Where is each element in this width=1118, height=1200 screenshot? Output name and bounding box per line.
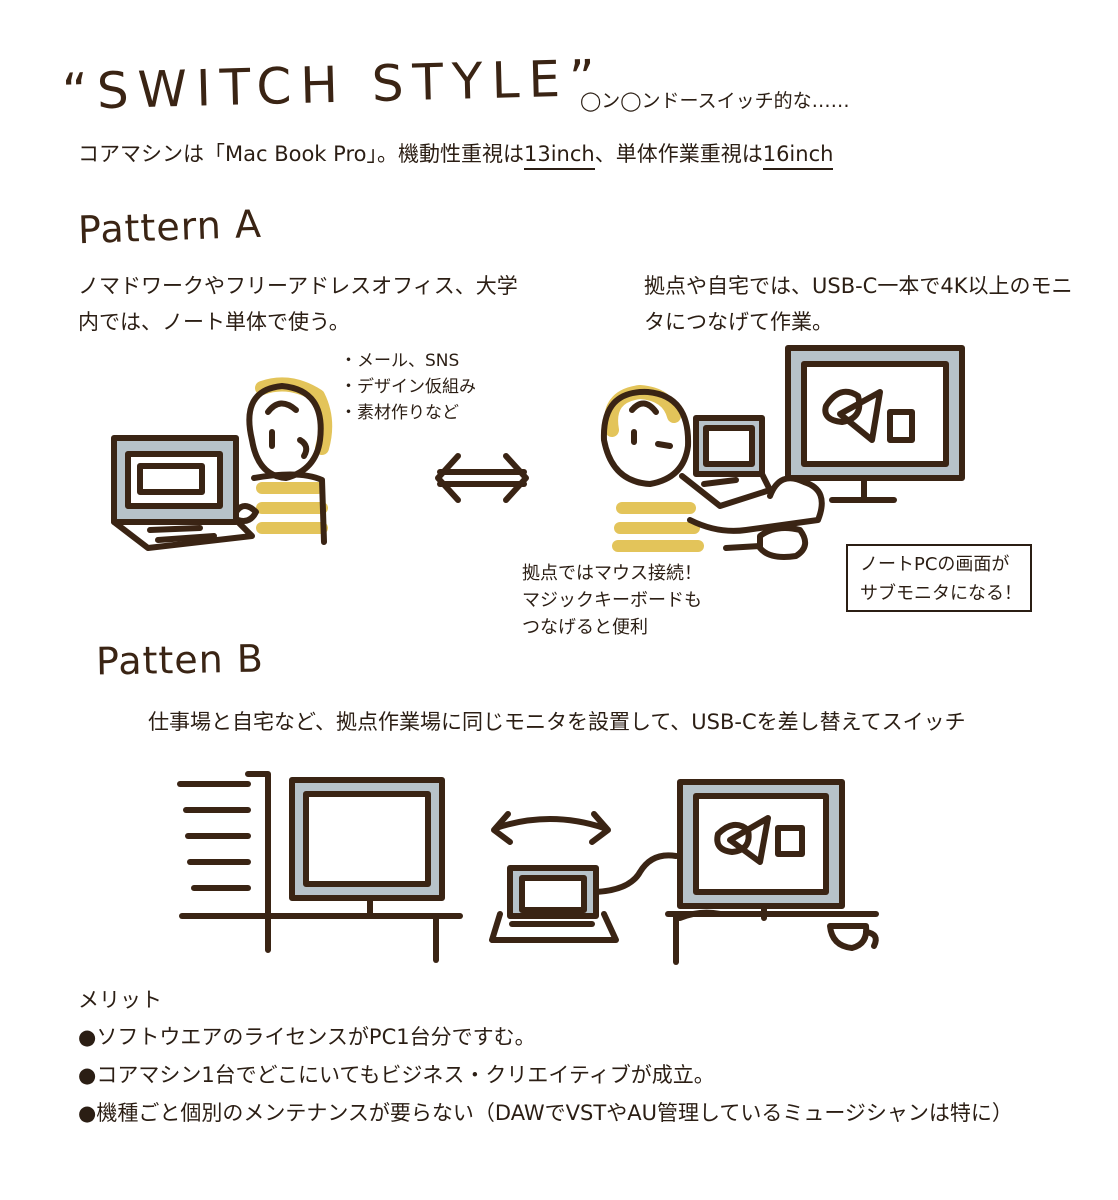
merit-item: ●機種ごと個別のメンテナンスが要らない（DAWでVSTやAU管理しているミュージ… <box>78 1094 1013 1132</box>
note-item: ・デザイン仮組み <box>340 374 476 400</box>
lead-prefix: コアマシンは「Mac Book Pro」。機動性重視は <box>78 142 524 166</box>
lead-size-16: 16inch <box>763 142 834 170</box>
merit-item: ●ソフトウエアのライセンスがPC1台分ですむ。 <box>78 1018 1013 1056</box>
laptop-use-notes: ・メール、SNS ・デザイン仮組み ・素材作りなど <box>340 348 476 426</box>
switch-arrow-icon <box>438 456 526 500</box>
note-item: ・メール、SNS <box>340 348 476 374</box>
sub-monitor-callout: ノートPCの画面が サブモニタになる！ <box>846 544 1032 612</box>
mouse-note-line: マジックキーボードも <box>522 587 702 614</box>
lead-text: コアマシンは「Mac Book Pro」。機動性重視は13inch、単体作業重視… <box>78 138 833 168</box>
pattern-a-left-description: ノマドワークやフリーアドレスオフィス、大学内では、ノート単体で使う。 <box>78 268 518 340</box>
callout-line: ノートPCの画面が <box>860 550 1030 579</box>
page-subtitle: ◯ン◯ンドースイッチ的な…… <box>580 86 850 113</box>
center-laptop-illustration <box>492 814 676 940</box>
pattern-a-right-description: 拠点や自宅では、USB-C一本で4K以上のモニタにつなげて作業。 <box>644 268 1084 340</box>
workplace-right-illustration <box>668 782 876 962</box>
pattern-a-heading: Pattern A <box>77 202 262 252</box>
callout-line: サブモニタになる！ <box>860 579 1030 608</box>
pattern-b-description: 仕事場と自宅など、拠点作業場に同じモニタを設置して、USB-Cを差し替えてスイッ… <box>148 706 966 736</box>
lead-size-13: 13inch <box>524 142 595 170</box>
merits-title: メリット <box>78 984 162 1014</box>
mouse-note-line: つなげると便利 <box>522 614 702 641</box>
pattern-b-heading: Patten B <box>96 637 265 684</box>
note-item: ・素材作りなど <box>340 400 476 426</box>
person-with-laptop-illustration <box>114 384 325 548</box>
mouse-note: 拠点ではマウス接続！ マジックキーボードも つなげると便利 <box>522 560 702 641</box>
workplace-left-illustration <box>180 774 460 960</box>
mouse-note-line: 拠点ではマウス接続！ <box>522 560 702 587</box>
person-with-monitor-illustration <box>604 348 962 557</box>
lead-mid: 、単体作業重視は <box>595 142 763 166</box>
merit-item: ●コアマシン1台でどこにいてもビジネス・クリエイティブが成立。 <box>78 1056 1013 1094</box>
merits-list: ●ソフトウエアのライセンスがPC1台分ですむ。 ●コアマシン1台でどこにいてもビ… <box>78 1018 1013 1132</box>
